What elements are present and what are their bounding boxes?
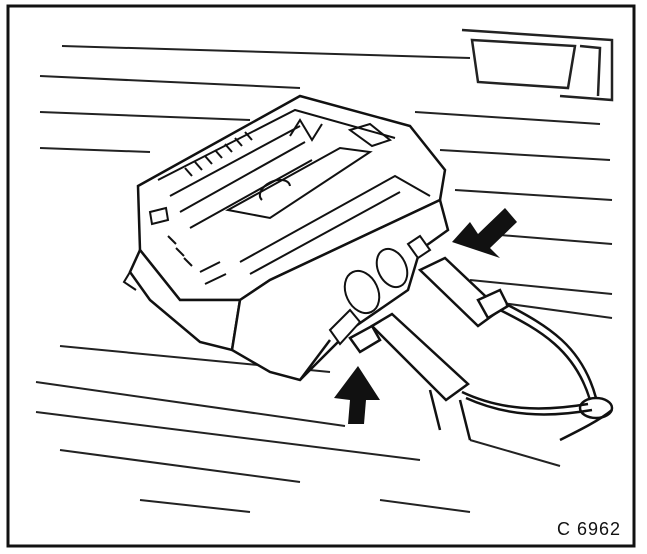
connector-sockets bbox=[328, 234, 432, 346]
wires bbox=[299, 302, 614, 442]
housing-details bbox=[122, 108, 431, 291]
vent-bracket bbox=[461, 28, 614, 102]
figure-code: C 6962 bbox=[556, 519, 621, 539]
lower-plug bbox=[348, 312, 470, 402]
arrow-upper-connector bbox=[452, 208, 517, 258]
switch-housing bbox=[128, 94, 450, 382]
arrow-lower-connector bbox=[334, 366, 380, 424]
